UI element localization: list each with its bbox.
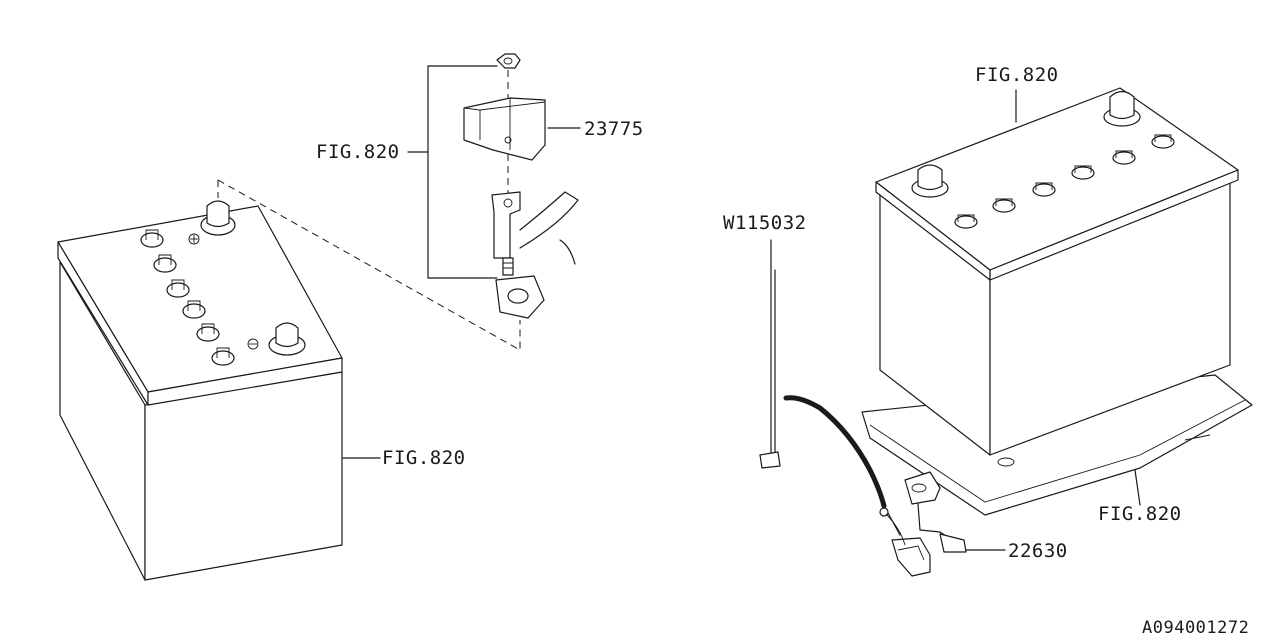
part-22630-label: 22630 xyxy=(1008,540,1068,562)
part-23775-label: 23775 xyxy=(584,118,644,140)
diagram-code-label: A094001272 xyxy=(1142,618,1250,638)
fig-820-tray-label: FIG.820 xyxy=(1098,503,1182,525)
battery-sensor-icon xyxy=(783,395,967,577)
left-battery-icon xyxy=(57,200,343,581)
right-battery-icon xyxy=(875,87,1239,456)
fig-820-terminal-label: FIG.820 xyxy=(316,141,400,163)
fig-820-left-battery-label: FIG.820 xyxy=(382,447,466,469)
battery-terminal-icon xyxy=(407,53,581,319)
part-w115032-label: W115032 xyxy=(723,212,807,234)
fig-820-right-battery-label: FIG.820 xyxy=(975,64,1059,86)
cable-tie-icon xyxy=(759,239,781,469)
